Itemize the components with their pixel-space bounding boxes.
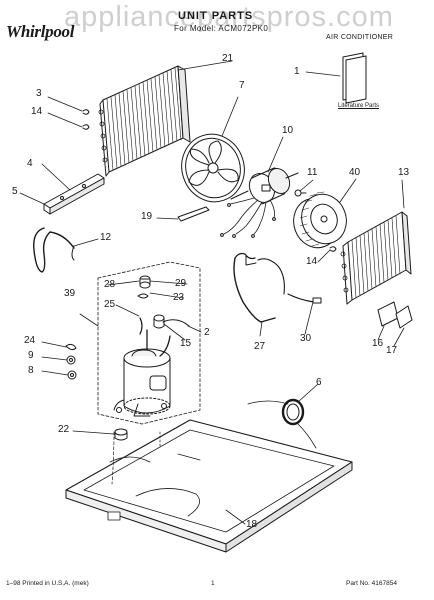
callout-6: 6: [316, 377, 322, 388]
callout-29: 29: [175, 278, 187, 289]
callout-9: 9: [28, 350, 34, 361]
leader-lines: [20, 61, 404, 524]
callout-13: 13: [398, 167, 410, 178]
model-line: For Model: ACM072PK0: [174, 24, 269, 33]
grommets-nuts: [66, 344, 76, 379]
literature-parts-label: Literature Parts: [338, 103, 380, 109]
callout-23: 23: [173, 292, 185, 303]
brackets-16-17: [378, 302, 412, 328]
page-title: UNIT PARTS: [178, 10, 254, 22]
screw-11: [295, 190, 306, 196]
clip-14-right: [330, 247, 336, 252]
callout-12: 12: [100, 232, 112, 243]
compressor-group-box: [98, 262, 200, 424]
print-info: 1–98 Printed in U.S.A. (mek): [6, 580, 89, 587]
callout-18: 18: [246, 519, 258, 530]
callout-1: 1: [294, 66, 300, 77]
base-pan: [66, 420, 352, 552]
callout-22: 22: [58, 424, 70, 435]
grommet-22: [115, 429, 127, 440]
evaporator-coil: [341, 212, 411, 304]
callout-39: 39: [64, 288, 76, 299]
fan-blade: [173, 126, 253, 210]
callout-16: 16: [372, 338, 384, 349]
callout-21: 21: [222, 53, 234, 64]
condenser-coil: [99, 66, 190, 176]
part-number: Part No. 4167854: [346, 580, 397, 587]
callout-30: 30: [300, 333, 312, 344]
callout-10: 10: [282, 125, 294, 136]
callout-27: 27: [254, 341, 266, 352]
product-type: AIR CONDITIONER: [326, 34, 394, 41]
callout-14-right: 14: [306, 256, 318, 267]
callout-24: 24: [24, 335, 36, 346]
callout-15: 15: [180, 338, 192, 349]
callout-28: 28: [104, 279, 116, 290]
fan-motor: [221, 165, 298, 237]
compressor: [114, 330, 170, 416]
page-number: 1: [211, 580, 215, 587]
callout-2: 2: [204, 327, 210, 338]
callout-3: 3: [36, 88, 42, 99]
screws-3-14: [83, 110, 89, 130]
callout-7: 7: [239, 80, 245, 91]
literature-pack: [343, 53, 366, 103]
strap: [178, 207, 209, 221]
callout-40: 40: [349, 167, 361, 178]
base-rail-bracket: [44, 174, 104, 214]
callout-4: 4: [27, 158, 33, 169]
callout-14-left: 14: [31, 106, 43, 117]
blower-wheel: [287, 188, 353, 254]
callout-8: 8: [28, 365, 34, 376]
compressor-hardware: [138, 276, 189, 334]
callout-5: 5: [12, 186, 18, 197]
thermistor: [288, 294, 321, 303]
callout-17: 17: [386, 345, 398, 356]
callout-19: 19: [141, 211, 153, 222]
tube-assembly: [234, 254, 284, 323]
brand-logo: Whirlpool: [6, 22, 75, 41]
callout-25: 25: [104, 299, 116, 310]
callout-11: 11: [307, 167, 318, 178]
seal-ring: [248, 400, 316, 448]
capillary-tube: [34, 228, 74, 272]
